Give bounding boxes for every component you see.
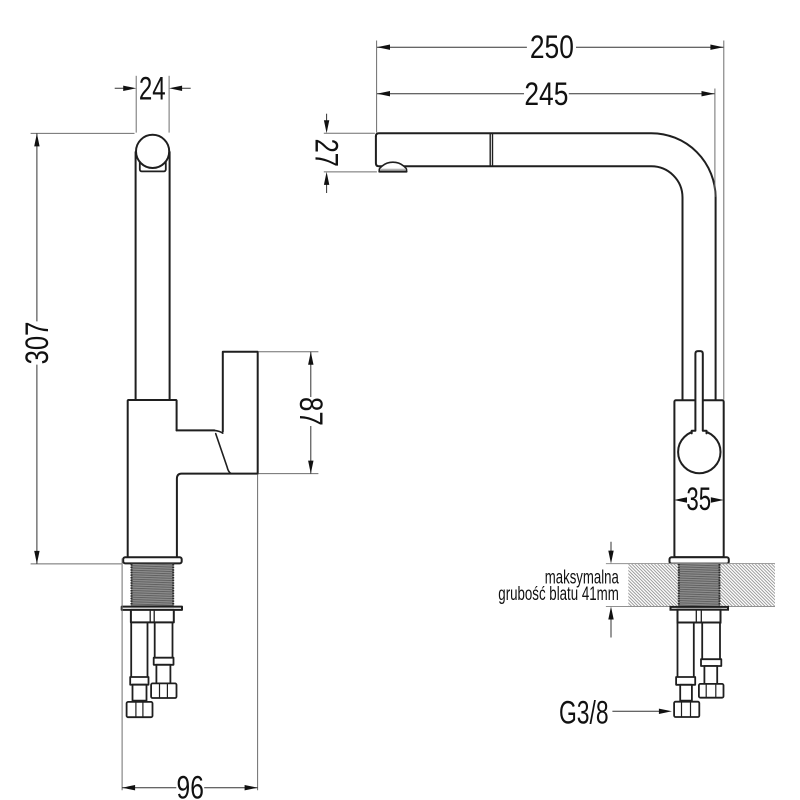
svg-text:27: 27 — [309, 139, 345, 167]
svg-text:245: 245 — [524, 76, 568, 112]
svg-text:maksymalna: maksymalna — [545, 567, 619, 588]
svg-text:24: 24 — [139, 70, 166, 106]
svg-text:35: 35 — [686, 481, 711, 517]
svg-text:87: 87 — [293, 397, 329, 426]
svg-text:250: 250 — [530, 29, 574, 65]
svg-text:96: 96 — [177, 769, 204, 800]
svg-text:grubość blatu 41mm: grubość blatu 41mm — [498, 584, 619, 605]
svg-text:G3/8: G3/8 — [559, 694, 609, 730]
svg-text:307: 307 — [19, 322, 55, 365]
